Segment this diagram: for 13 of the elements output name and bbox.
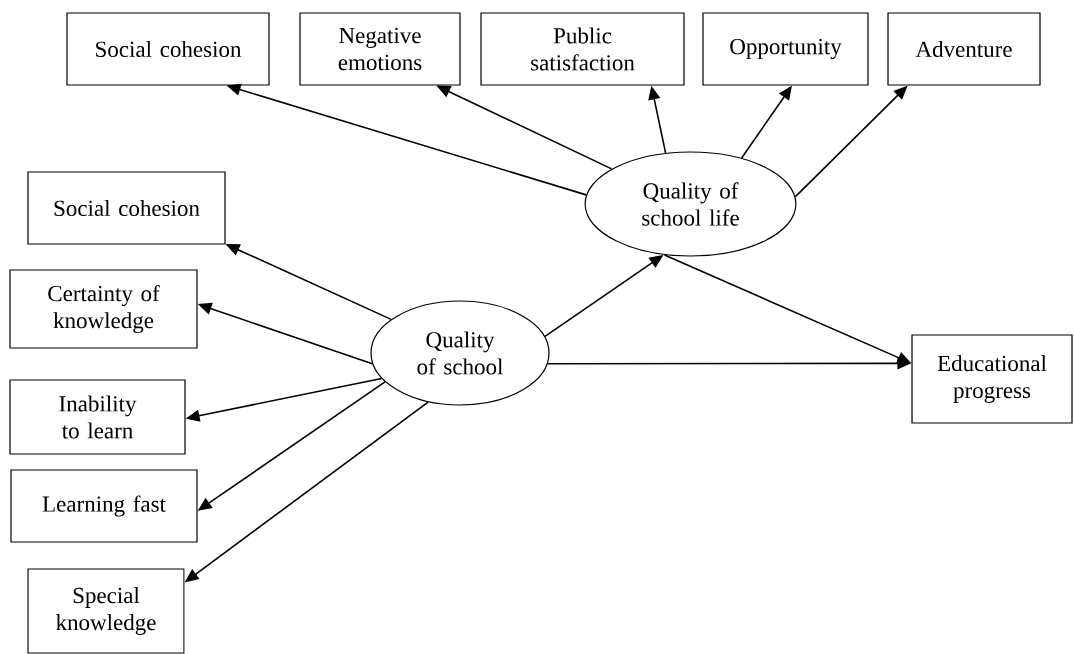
concept-box: Adventure	[887, 12, 1041, 86]
ellipse-node: Quality of school	[370, 300, 550, 406]
concept-box: Inability to learn	[9, 379, 186, 455]
concept-box: Opportunity	[702, 12, 869, 86]
concept-box: Social cohesion	[66, 12, 270, 86]
concept-box: Social cohesion	[27, 171, 226, 245]
concept-box: Special knowledge	[27, 568, 185, 654]
concept-box: Certainty of knowledge	[9, 269, 198, 349]
ellipse-node: Quality of school life	[584, 151, 797, 257]
concept-box: Learning fast	[10, 469, 198, 543]
concept-box: Public satisfaction	[480, 12, 685, 86]
concept-box: Educational progress	[911, 334, 1073, 424]
concept-box: Negative emotions	[299, 12, 461, 86]
